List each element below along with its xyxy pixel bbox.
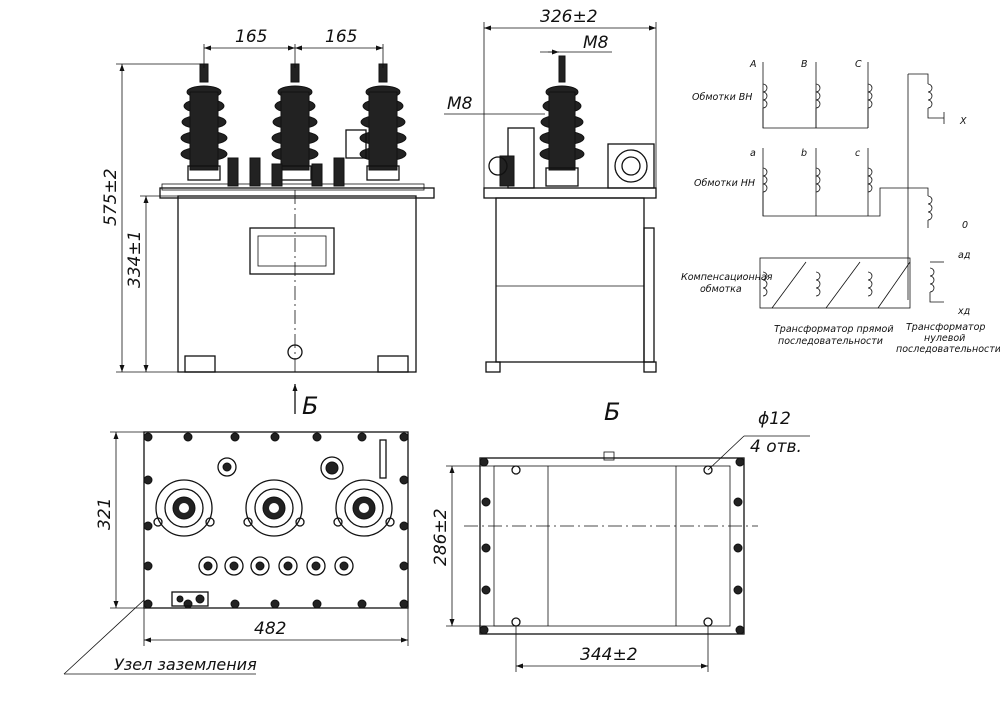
- top-edge-bolts: [143, 432, 409, 609]
- row-label-comp-1: Компенсационная: [681, 272, 773, 283]
- bushing-footprint-b: [243, 479, 305, 537]
- dim-thread-top: M8: [583, 33, 609, 53]
- dim-phase-spacing-1: 165: [235, 27, 267, 47]
- grounding-node-label: Узел заземления: [114, 655, 257, 674]
- view-arrow-label: Б: [302, 392, 318, 420]
- lifting-lug: [607, 143, 655, 189]
- bushing-footprint-c: [333, 479, 395, 537]
- dim-total-height: 575±2: [101, 168, 121, 226]
- caption-zero-seq-1: Трансформатор: [906, 322, 985, 333]
- side-view: 326±2 M8 M8: [444, 7, 657, 373]
- phase-label-A: A: [749, 59, 757, 70]
- lv-terminal-footprints: [198, 556, 354, 576]
- caption-positive-seq-1: Трансформатор прямой: [774, 324, 894, 335]
- grounding-node: [171, 591, 209, 607]
- terminal-ad: ад: [958, 250, 971, 261]
- dim-side-width: 326±2: [540, 7, 598, 27]
- mounting-holes: [511, 465, 713, 627]
- bushing-footprint-a: [153, 479, 215, 537]
- phase-label-C: C: [855, 59, 862, 70]
- caption-zero-seq-3: последовательности: [896, 344, 1000, 355]
- terminal-x: X: [959, 116, 967, 127]
- caption-positive-seq-2: последовательности: [778, 336, 883, 347]
- dim-base-width: 482: [254, 619, 286, 639]
- dim-phase-spacing-2: 165: [325, 27, 357, 47]
- hv-bushing-b: [271, 63, 319, 181]
- caption-zero-seq-2: нулевой: [924, 333, 965, 344]
- dim-tank-height: 334±1: [125, 230, 145, 288]
- phase-label-a: a: [750, 148, 756, 159]
- dim-base-depth: 321: [95, 498, 115, 530]
- lv-terminals: [227, 129, 367, 187]
- bottom-view: Б ϕ12 4 отв. 286±2 344±2: [431, 398, 810, 672]
- front-view: 165 165 575±2 334±1 Б: [101, 27, 435, 420]
- hv-bushing-a: [180, 63, 228, 181]
- hv-bushing-c: [359, 63, 407, 181]
- dim-mount-width: 344±2: [580, 645, 638, 665]
- side-hv-bushing: [539, 55, 585, 187]
- section-view-label: Б: [604, 398, 620, 426]
- dim-thread-side: M8: [447, 94, 473, 114]
- top-view: Узел заземления 321 482: [63, 431, 409, 675]
- phase-label-B: B: [801, 59, 808, 70]
- dim-hole-diameter: ϕ12: [758, 409, 791, 429]
- row-label-comp-2: обмотка: [700, 284, 742, 295]
- winding-schematic: A B C a b c Обмотки ВН Обмотки НН Компен…: [681, 59, 1000, 355]
- dim-mount-depth: 286±2: [431, 508, 451, 566]
- row-label-hv: Обмотки ВН: [692, 92, 752, 103]
- nameplate: [249, 227, 335, 275]
- dim-hole-count: 4 отв.: [750, 437, 802, 457]
- phase-label-c: c: [855, 148, 861, 159]
- cover-bolts: [161, 183, 425, 191]
- row-label-lv: Обмотки НН: [694, 178, 755, 189]
- bottom-edge-bolts: [479, 457, 745, 635]
- terminal-xd: хд: [957, 306, 971, 317]
- oil-filler-cap: [320, 456, 344, 480]
- phase-label-b: b: [801, 148, 807, 159]
- terminal-o: 0: [962, 220, 968, 231]
